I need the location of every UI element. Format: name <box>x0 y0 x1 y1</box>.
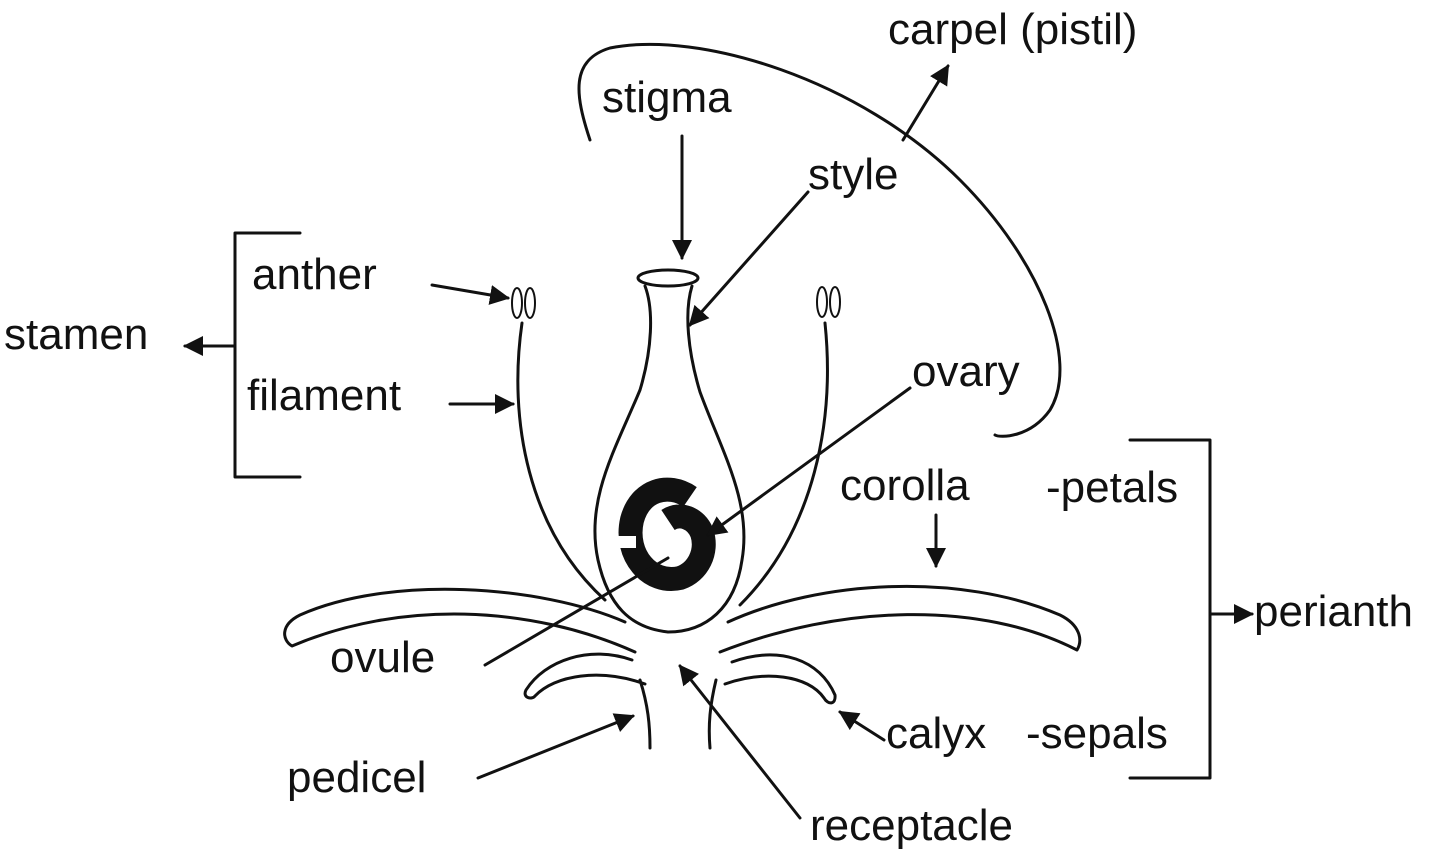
pedicel-right-edge <box>707 678 718 750</box>
label-filament: filament <box>247 371 402 420</box>
ovule-gap <box>614 536 636 548</box>
label-stigma: stigma <box>602 73 732 122</box>
label-ovary: ovary <box>912 347 1020 396</box>
receptacle-arrow <box>678 664 802 820</box>
ovule-pointer <box>483 556 670 667</box>
pedicel-arrow <box>476 713 635 780</box>
left-sepal <box>523 652 647 700</box>
carpel-arrow <box>901 64 950 142</box>
stamen-bracket <box>233 231 302 479</box>
label-petals: -petals <box>1046 463 1179 512</box>
anther-left-1 <box>511 287 523 319</box>
label-anther: anther <box>252 250 377 299</box>
perianth-bracket <box>1128 438 1212 780</box>
anther-right-1 <box>816 286 828 318</box>
carpel-outline <box>577 42 1062 438</box>
label-pedicel: pedicel <box>287 753 427 802</box>
left-petal <box>283 587 637 654</box>
label-corolla: corolla <box>840 461 970 510</box>
right-sepal <box>723 653 837 705</box>
anther-left-2 <box>524 287 536 319</box>
label-carpel: carpel (pistil) <box>888 5 1138 54</box>
pedicel-left-edge <box>638 678 652 750</box>
anther-arrow <box>430 283 510 305</box>
right-filament <box>738 321 829 607</box>
left-filament <box>516 321 607 602</box>
right-petal <box>718 584 1082 654</box>
anther-right-2 <box>829 286 841 318</box>
label-receptacle: receptacle <box>810 801 1014 850</box>
label-perianth: perianth <box>1254 587 1414 636</box>
label-sepals: -sepals <box>1026 709 1168 758</box>
calyx-arrow <box>838 710 886 742</box>
label-ovule: ovule <box>330 633 436 682</box>
pistil-outline <box>593 284 746 634</box>
style-arrow <box>688 190 810 327</box>
label-style: style <box>808 150 899 199</box>
ovary-arrow <box>706 386 912 537</box>
label-calyx: calyx <box>886 709 987 758</box>
ovule-shape <box>618 477 716 591</box>
label-stamen: stamen <box>4 310 149 359</box>
stigma-shape <box>636 268 700 288</box>
